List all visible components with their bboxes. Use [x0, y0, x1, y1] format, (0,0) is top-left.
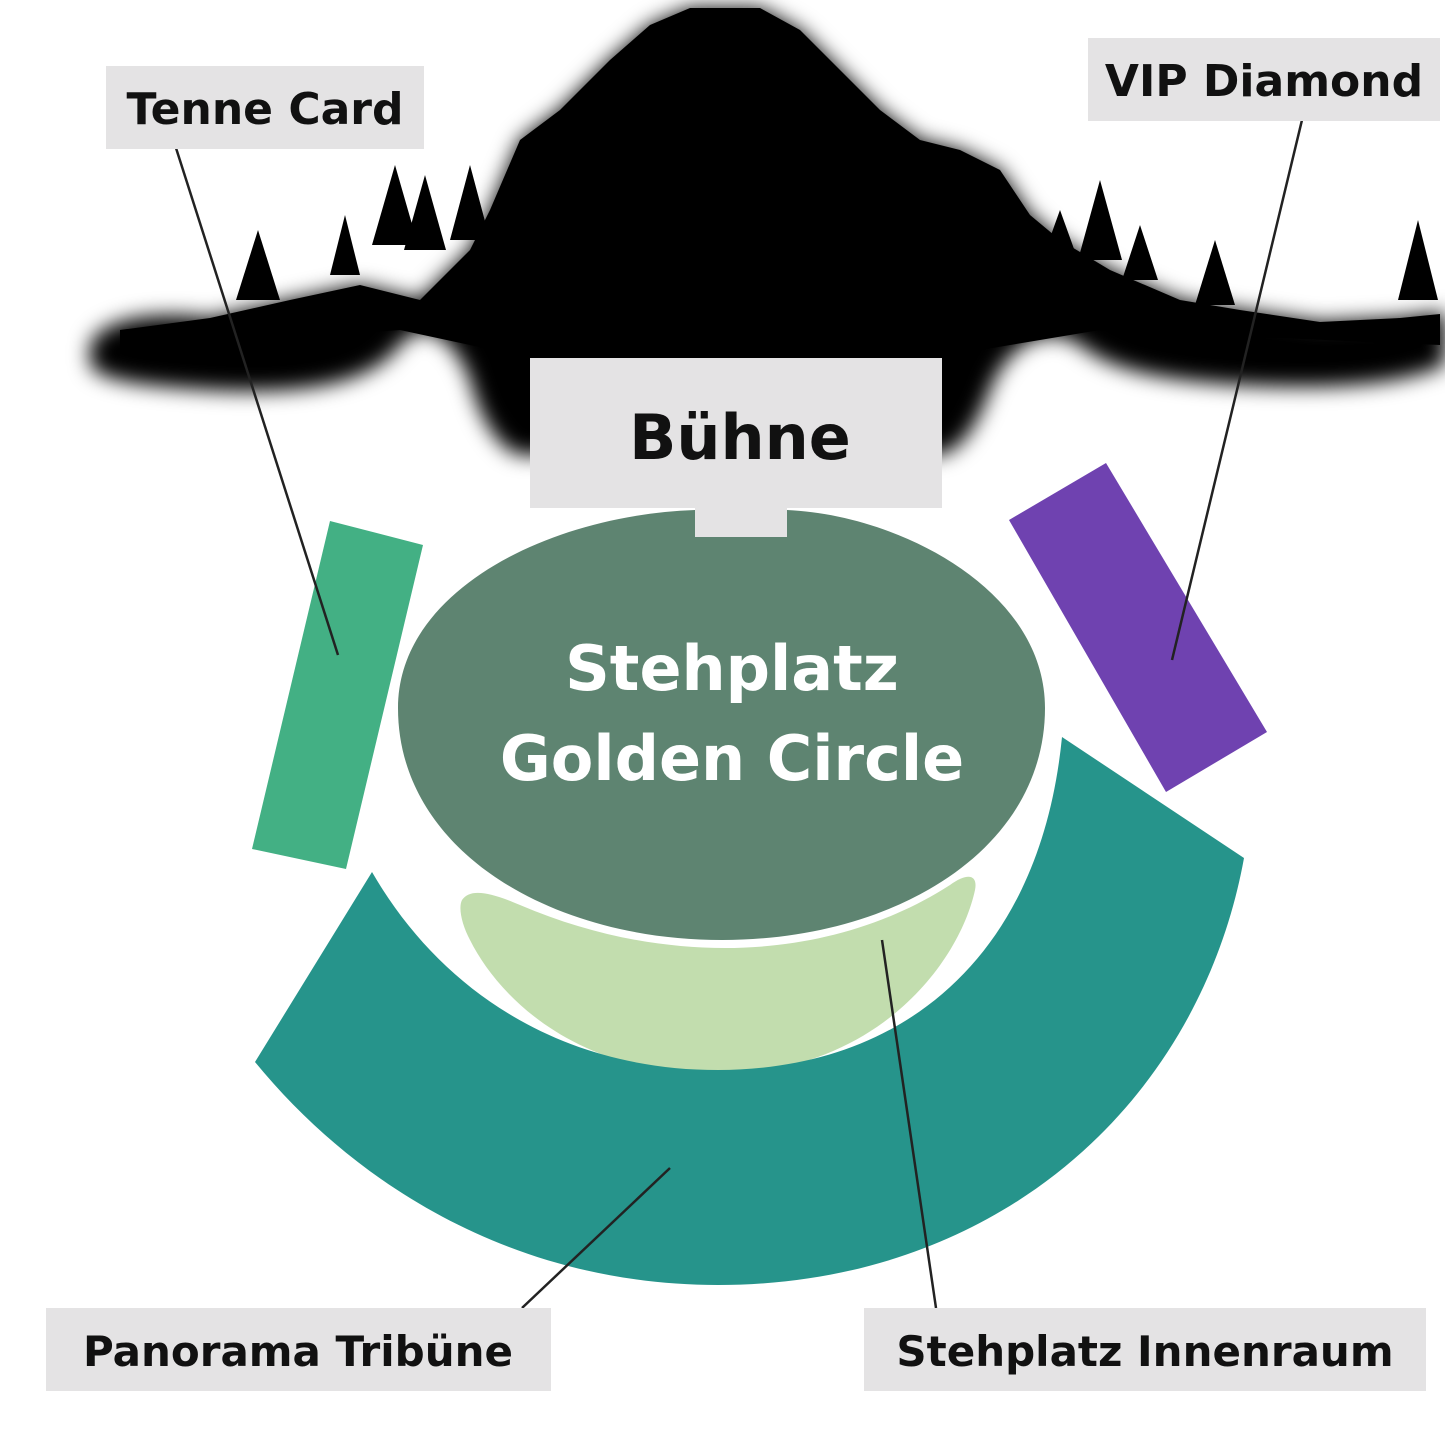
leader-panorama: [521, 1167, 671, 1309]
stage-label-box: [530, 358, 942, 508]
zone-vip[interactable]: [1009, 463, 1267, 792]
leader-innenraum: [880, 939, 938, 1309]
label-panorama-tribune: Panorama Tribüne: [46, 1308, 551, 1391]
label-tenne-card: Tenne Card: [106, 66, 424, 149]
zone-innenraum[interactable]: [460, 876, 976, 1075]
golden-circle-area[interactable]: [398, 510, 1045, 940]
leader-lines: [174, 119, 1304, 1309]
label-tenne-card-text: Tenne Card: [127, 84, 404, 135]
label-vip-diamond: VIP Diamond: [1088, 38, 1440, 121]
stage: Bühne: [530, 358, 942, 537]
label-panorama-tribune-text: Panorama Tribüne: [83, 1327, 513, 1376]
label-stehplatz-innenraum: Stehplatz Innenraum: [864, 1308, 1426, 1391]
zone-panorama[interactable]: [255, 737, 1244, 1285]
golden-circle-label-line2: Golden Circle: [500, 722, 964, 795]
leader-tenne: [174, 147, 340, 656]
stage-connector: [695, 505, 787, 537]
golden-circle-label-line1: Stehplatz: [565, 632, 899, 705]
zone-golden-circle[interactable]: Stehplatz Golden Circle: [398, 510, 1045, 940]
mountain-silhouette: [90, 8, 1445, 455]
leader-vip: [1170, 119, 1304, 661]
label-vip-diamond-text: VIP Diamond: [1105, 56, 1423, 107]
label-stehplatz-innenraum-text: Stehplatz Innenraum: [896, 1327, 1393, 1376]
stage-label: Bühne: [629, 401, 851, 474]
zone-tenne[interactable]: [252, 521, 423, 869]
